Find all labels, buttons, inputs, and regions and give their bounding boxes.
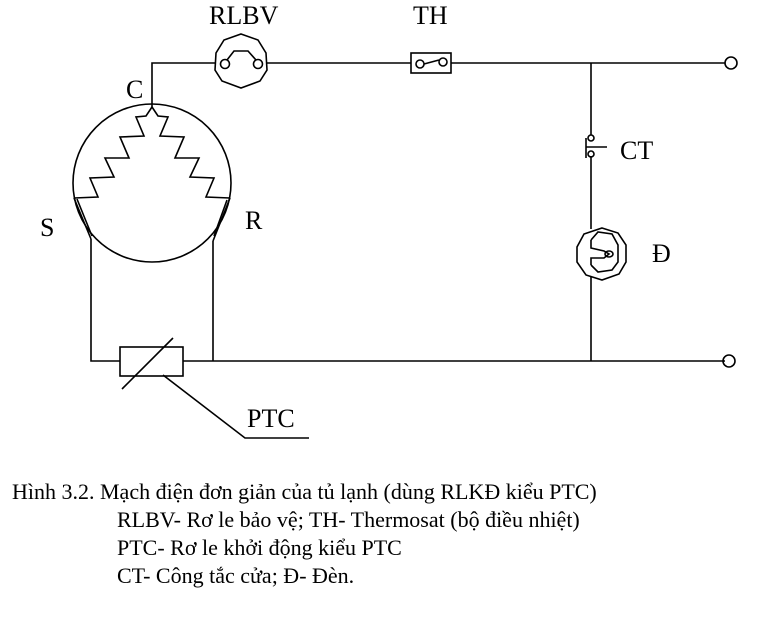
label-ptc: PTC xyxy=(247,404,295,433)
lamp-coil xyxy=(604,250,614,258)
wire-s-to-ptc xyxy=(90,239,120,362)
label-lamp: Đ xyxy=(652,239,671,268)
winding-r xyxy=(151,106,231,199)
label-ct: CT xyxy=(620,136,653,165)
rlbv-symbol xyxy=(214,33,268,89)
wire-c-to-rlbv xyxy=(151,62,215,108)
ptc-body xyxy=(119,346,184,377)
ct-symbol xyxy=(585,134,607,158)
label-s: S xyxy=(40,213,54,242)
terminal-top xyxy=(724,56,738,70)
rlbv-housing xyxy=(214,33,268,89)
th-housing xyxy=(410,52,452,74)
lamp-loop xyxy=(590,240,611,265)
terminal-bottom xyxy=(722,354,736,368)
motor-housing xyxy=(72,103,232,263)
figure-caption: Hình 3.2. Mạch điện đơn giản của tủ lạnh… xyxy=(0,478,780,590)
ct-contact-top xyxy=(587,134,595,142)
lead-r xyxy=(212,197,231,242)
label-rlbv: RLBV xyxy=(209,1,279,30)
label-r: R xyxy=(245,206,263,235)
lead-s xyxy=(73,197,92,240)
caption-title: Hình 3.2. Mạch điện đơn giản của tủ lạnh… xyxy=(12,479,597,504)
ct-contact-bottom xyxy=(587,150,595,158)
label-th: TH xyxy=(413,1,448,30)
ptc-variable-arrow xyxy=(121,337,174,390)
ptc-symbol xyxy=(119,337,309,439)
compressor-motor-symbol xyxy=(72,103,232,263)
th-switch-blade xyxy=(423,59,440,65)
label-c: C xyxy=(126,75,143,104)
circuit-diagram: RLBV TH C S R CT Đ PTC xyxy=(40,1,738,439)
lamp-symbol xyxy=(576,227,627,281)
lamp-filament xyxy=(590,231,619,273)
rlbv-contact-left xyxy=(219,58,231,70)
lamp-housing xyxy=(576,227,627,281)
th-contact-right xyxy=(438,57,448,67)
caption-line: RLBV- Rơ le bảo vệ; TH- Thermosat (bộ đi… xyxy=(117,507,580,532)
th-symbol xyxy=(410,52,452,74)
lead-r-2 xyxy=(213,199,228,237)
caption-line: PTC- Rơ le khởi động kiểu PTC xyxy=(117,535,402,560)
th-contact-left xyxy=(415,59,425,69)
caption-line: CT- Công tắc cửa; Đ- Đèn. xyxy=(117,563,355,588)
ptc-leader-line xyxy=(162,374,309,439)
rlbv-bimetal xyxy=(226,50,257,61)
rlbv-contact-right xyxy=(252,58,264,70)
winding-s xyxy=(73,106,153,199)
lead-s-2 xyxy=(76,198,93,237)
